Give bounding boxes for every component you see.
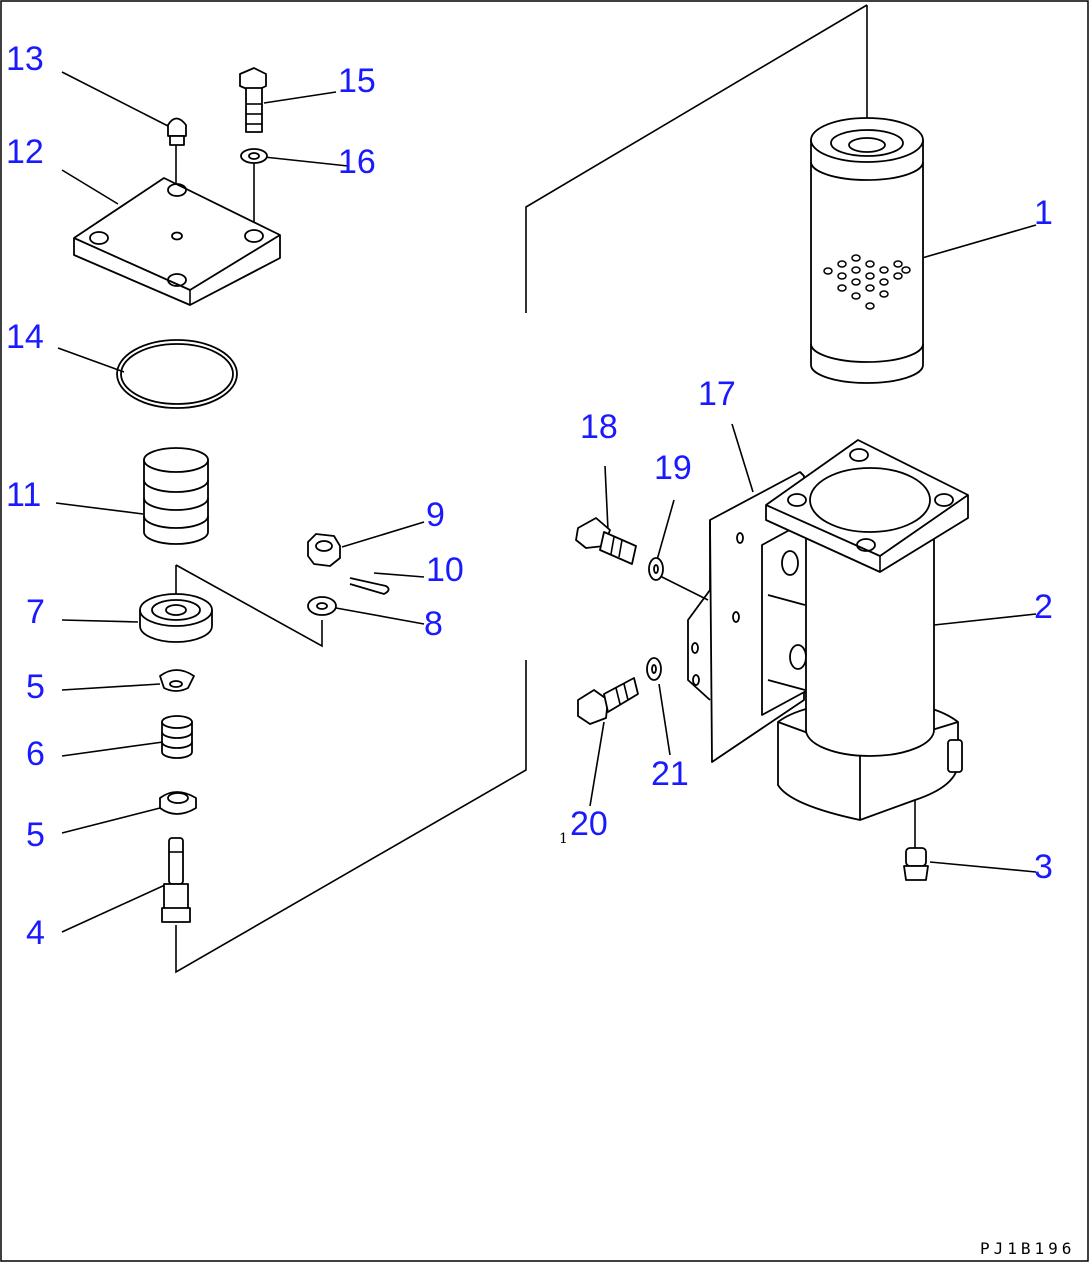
- callout-5-lower: 5: [26, 816, 45, 854]
- part-20-bolt: [577, 677, 639, 725]
- callout-labels: 1 2 3 4 5 5 6 7 8 9 10 11 12 13 14 15 16…: [6, 40, 1053, 952]
- part-5-seat-upper: [159, 669, 195, 692]
- callout-12: 12: [6, 133, 44, 171]
- stray-mark: 1: [559, 831, 568, 847]
- part-11-spring: [143, 447, 209, 545]
- callout-6: 6: [26, 735, 45, 773]
- part-5-seat-lower: [159, 791, 197, 815]
- callout-4: 4: [26, 914, 45, 952]
- drawing-code: PJ1B196: [980, 1239, 1075, 1258]
- part-15-bolt: [239, 67, 267, 133]
- leader-lines: [55, 71, 1037, 933]
- part-7-valve: [139, 593, 213, 643]
- callout-7: 7: [26, 593, 45, 631]
- part-2-filter-case: [761, 439, 969, 821]
- callout-16: 16: [338, 143, 376, 181]
- part-4-shaft: [161, 837, 191, 923]
- part-1-filter-element: [810, 117, 924, 384]
- callout-13: 13: [6, 40, 44, 78]
- callout-21: 21: [651, 755, 689, 793]
- callout-8: 8: [424, 605, 443, 643]
- callout-17: 17: [698, 375, 736, 413]
- part-14-o-ring: [116, 339, 238, 409]
- callout-2: 2: [1034, 588, 1053, 626]
- part-3-drain-plug: [903, 847, 929, 881]
- callout-10: 10: [426, 551, 464, 589]
- part-8-washer: [307, 596, 337, 616]
- part-6-spring: [161, 715, 193, 759]
- callout-18: 18: [580, 408, 618, 446]
- part-19-washer: [648, 557, 664, 581]
- part-12-cover: [73, 177, 281, 306]
- part-9-nut: [307, 533, 341, 567]
- callout-14: 14: [6, 318, 44, 356]
- callout-11: 11: [6, 476, 41, 514]
- part-13-breather: [167, 117, 187, 146]
- part-18-bolt: [575, 517, 637, 565]
- part-16-washer: [240, 148, 268, 164]
- callout-1: 1: [1034, 194, 1053, 232]
- callout-19: 19: [654, 449, 692, 487]
- callout-15: 15: [338, 62, 376, 100]
- callout-5-upper: 5: [26, 668, 45, 706]
- part-21-washer: [646, 657, 662, 681]
- callout-3: 3: [1034, 848, 1053, 886]
- callout-9: 9: [426, 496, 445, 534]
- part-10-cotter-pin: [349, 577, 390, 595]
- callout-20: 20: [570, 805, 608, 843]
